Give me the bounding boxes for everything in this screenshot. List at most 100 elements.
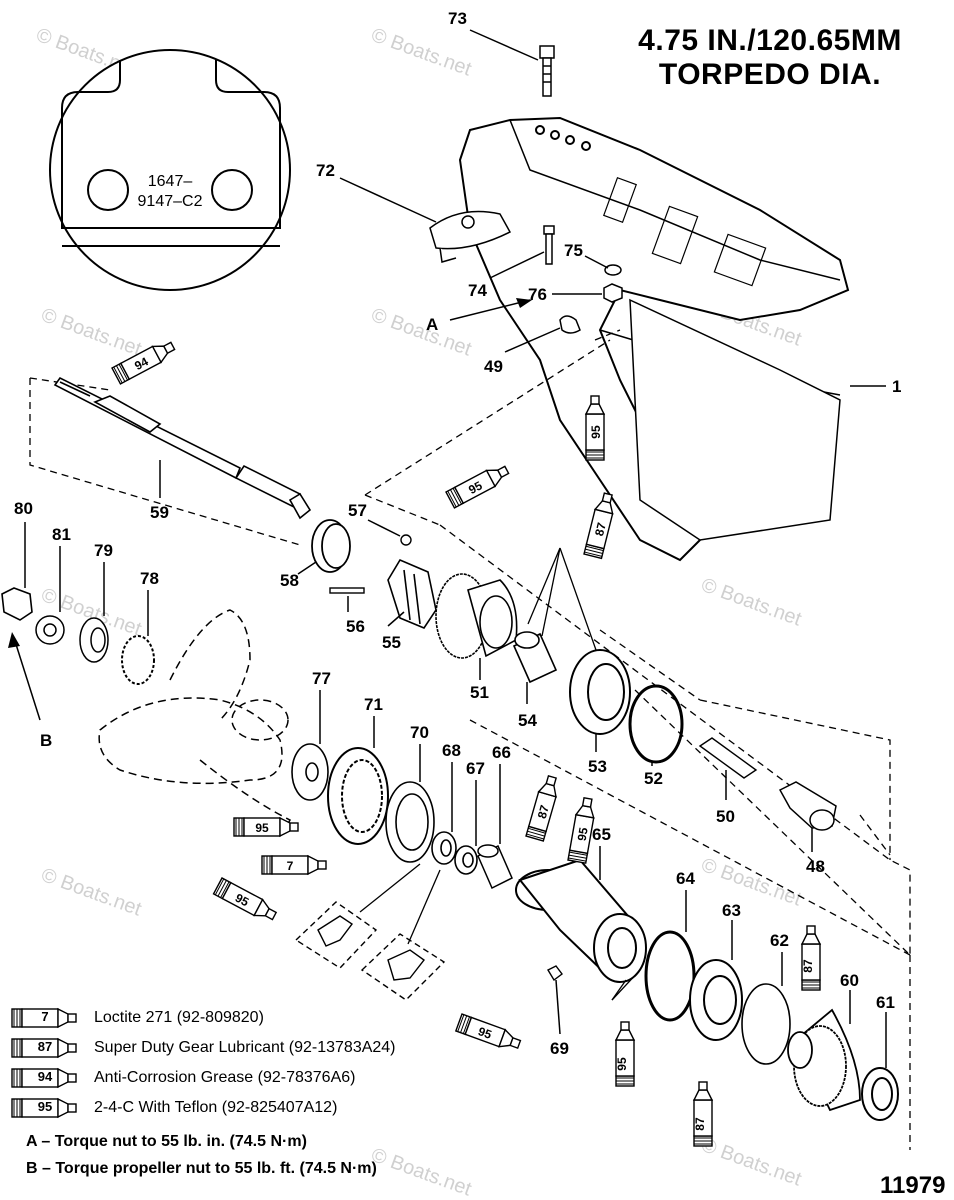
bolt-73 <box>539 45 555 97</box>
svg-text:87: 87 <box>535 803 552 820</box>
leader-line <box>469 29 539 61</box>
arrow-a-head <box>516 298 532 308</box>
arrow-a <box>449 299 531 321</box>
watermark: © Boats.net <box>698 854 804 911</box>
watermark: © Boats.net <box>38 864 144 921</box>
callout-53: 53 <box>588 757 607 776</box>
callout-59: 59 <box>150 503 169 522</box>
gear-60 <box>787 1008 861 1112</box>
retainer-70 <box>385 781 435 863</box>
bearing-66 <box>477 844 513 890</box>
callout-67: 67 <box>466 759 485 778</box>
bearing-53 <box>569 649 631 735</box>
pin-69 <box>547 965 563 982</box>
propeller-nut-80 <box>1 587 33 621</box>
callout-69: 69 <box>550 1039 569 1058</box>
inset-part-number-line1: 1647– <box>148 173 193 190</box>
lubricant-legend: 7 Loctite 271 (92-809820) 87 Super Duty … <box>10 1003 530 1123</box>
callout-57: 57 <box>348 501 367 520</box>
svg-text:95: 95 <box>575 826 591 842</box>
leader-lines-misc <box>359 547 641 1001</box>
watermark: © Boats.net <box>698 1134 804 1191</box>
legend-row: 87 Super Duty Gear Lubricant (92-13783A2… <box>10 1033 530 1063</box>
grease-tube-87 <box>693 1081 713 1147</box>
hub-79 <box>79 617 109 663</box>
callout-61: 61 <box>876 993 895 1012</box>
leader-line <box>297 561 317 575</box>
cam-48 <box>778 781 837 831</box>
grease-tube-95: 95 <box>455 1013 523 1054</box>
watermark: © Boats.net <box>368 24 474 81</box>
callout-79: 79 <box>94 541 113 560</box>
inset-part-number-line2: 9147–C2 <box>138 193 203 210</box>
seal-68 <box>431 831 457 865</box>
shim-62 <box>741 983 791 1065</box>
callout-71: 71 <box>364 695 383 714</box>
callout-51: 51 <box>470 683 489 702</box>
legend-text: 2-4-C With Teflon (92-825407A12) <box>94 1099 338 1116</box>
legend-text: Super Duty Gear Lubricant (92-13783A24) <box>94 1039 396 1056</box>
callout-78: 78 <box>140 569 159 588</box>
leader-line <box>387 611 405 627</box>
leader-line <box>489 251 545 279</box>
callout-81: 81 <box>52 525 71 544</box>
callout-68: 68 <box>442 741 461 760</box>
tube-label: 95 <box>615 1057 629 1071</box>
callout-66: 66 <box>492 743 511 762</box>
grease-tube-94: 94 <box>111 337 178 385</box>
bearing-54 <box>512 631 558 684</box>
svg-text:95: 95 <box>233 891 252 910</box>
grease-tube-87: 87 <box>525 773 562 842</box>
nut-76 <box>603 283 623 303</box>
trim-tab-49 <box>559 315 581 334</box>
legend-row: 95 2-4-C With Teflon (92-825407A12) <box>10 1093 530 1123</box>
callout-63: 63 <box>722 901 741 920</box>
callout-75: 75 <box>564 241 583 260</box>
note-a: A – Torque nut to 55 lb. in. (74.5 N·m) <box>26 1133 307 1150</box>
callout-1: 1 <box>892 377 901 396</box>
callout-60: 60 <box>840 971 859 990</box>
clip-assembly-right <box>360 933 446 1001</box>
o-ring-52 <box>628 684 684 764</box>
grease-tube-87 <box>801 925 821 991</box>
svg-text:7: 7 <box>287 859 294 873</box>
callout-74: 74 <box>468 281 487 300</box>
svg-text:87: 87 <box>592 521 609 538</box>
bearing-carrier-65 <box>515 858 647 983</box>
note-b: B – Torque propeller nut to 55 lb. ft. (… <box>26 1160 377 1177</box>
callout-80: 80 <box>14 499 33 518</box>
grease-tube-95: 95 <box>567 796 598 864</box>
callout-48: 48 <box>806 857 825 876</box>
callout-73: 73 <box>448 9 467 28</box>
svg-text:95: 95 <box>466 478 485 497</box>
svg-text:95: 95 <box>476 1024 494 1042</box>
leader-line <box>584 255 609 269</box>
ball-57 <box>400 534 412 546</box>
heading-line-1: 4.75 IN./120.65MM <box>638 24 902 57</box>
watermark: © Boats.net <box>698 574 804 631</box>
clutch-55 <box>387 558 437 629</box>
legend-code: 94 <box>37 1069 53 1084</box>
bearing-71 <box>327 747 389 845</box>
legend-code: 95 <box>37 1099 53 1114</box>
o-ring-64 <box>644 930 696 1022</box>
arrow-b-head <box>8 632 20 648</box>
svg-text:94: 94 <box>132 354 151 373</box>
callout-76: 76 <box>528 285 547 304</box>
grease-tube-95 <box>615 1021 635 1087</box>
callout-62: 62 <box>770 931 789 950</box>
inset-detail-circle: 1647– 9147–C2 <box>49 49 291 291</box>
legend-row: 7 Loctite 271 (92-809820) <box>10 1003 530 1033</box>
arrow-b <box>13 637 41 721</box>
callout-labels: 73 72 75 74 76 A 49 1 59 57 80 81 79 78 … <box>14 9 901 1058</box>
gear-housing <box>458 116 850 562</box>
leader-line <box>555 979 561 1035</box>
callout-49: 49 <box>484 357 503 376</box>
heading-line-2: TORPEDO DIA. <box>658 58 882 91</box>
watermark: © Boats.net <box>38 304 144 361</box>
diagram-reference-number: 11979 <box>880 1172 946 1199</box>
grease-tube-95: 95 <box>212 877 280 925</box>
clip-assembly-left <box>294 901 378 969</box>
grease-tube-87: 87 <box>583 491 618 560</box>
